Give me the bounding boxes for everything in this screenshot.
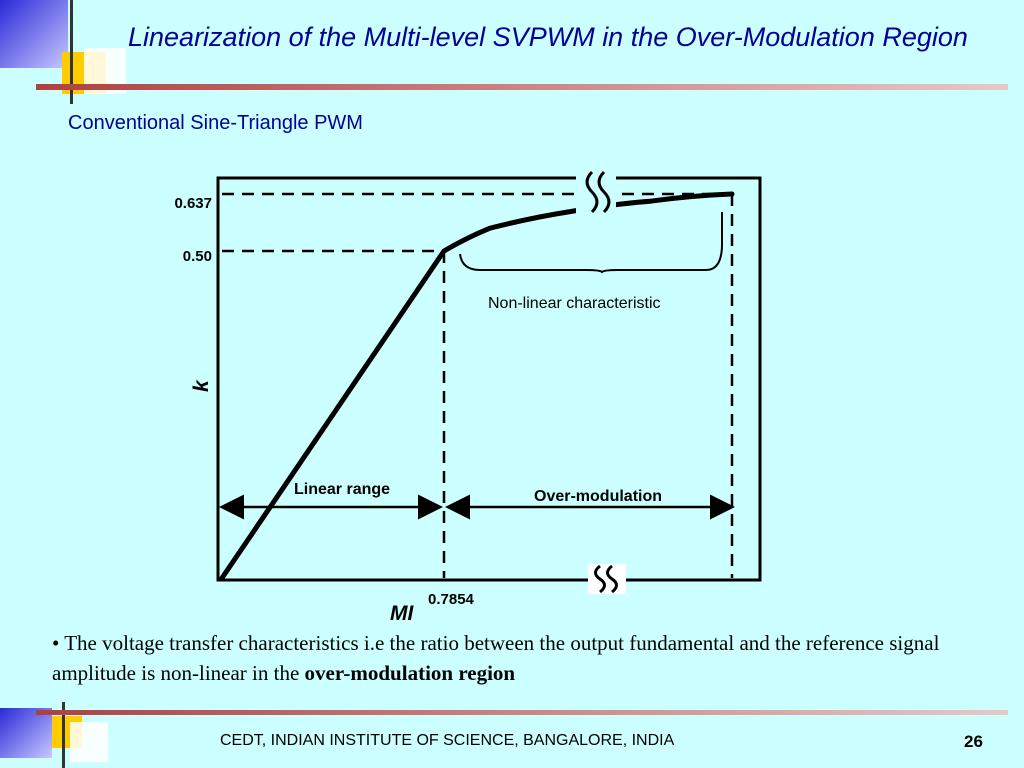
x-axis-label: MI [390,602,414,625]
footer-institution: CEDT, INDIAN INSTITUTE OF SCIENCE, BANGA… [220,732,675,749]
y-tick-050: 0.50 [183,248,212,265]
nonlinear-brace [459,212,723,274]
linear-range-label: Linear range [294,481,390,498]
footer-rule [36,710,1008,715]
bullet-text-regular: • The voltage transfer characteristics i… [52,631,940,685]
deco-vline-top [70,0,73,104]
deco-square-white-bottom [70,722,108,762]
slide-title: Linearization of the Multi-level SVPWM i… [128,22,968,52]
x-tick-07854: 0.7854 [428,591,475,608]
y-axis-label: k [190,379,213,392]
deco-square-blue-top [0,0,68,68]
bullet-text-bold: over-modulation region [304,661,516,685]
axis-break-top [576,170,616,216]
y-tick-0637: 0.637 [174,195,212,212]
series-line [219,191,735,581]
deco-vline-bottom [62,702,65,768]
plot-frame [216,176,762,582]
axis-break-bottom [588,564,626,594]
nonlinear-label: Non-linear characteristic [488,295,661,312]
overmod-label: Over-modulation [534,488,662,505]
page-number: 26 [964,732,983,751]
bullet-text: • The voltage transfer characteristics i… [52,628,992,688]
slide-subtitle: Conventional Sine-Triangle PWM [68,112,363,134]
deco-square-blue-bottom [0,708,52,758]
header-rule [36,84,1008,90]
